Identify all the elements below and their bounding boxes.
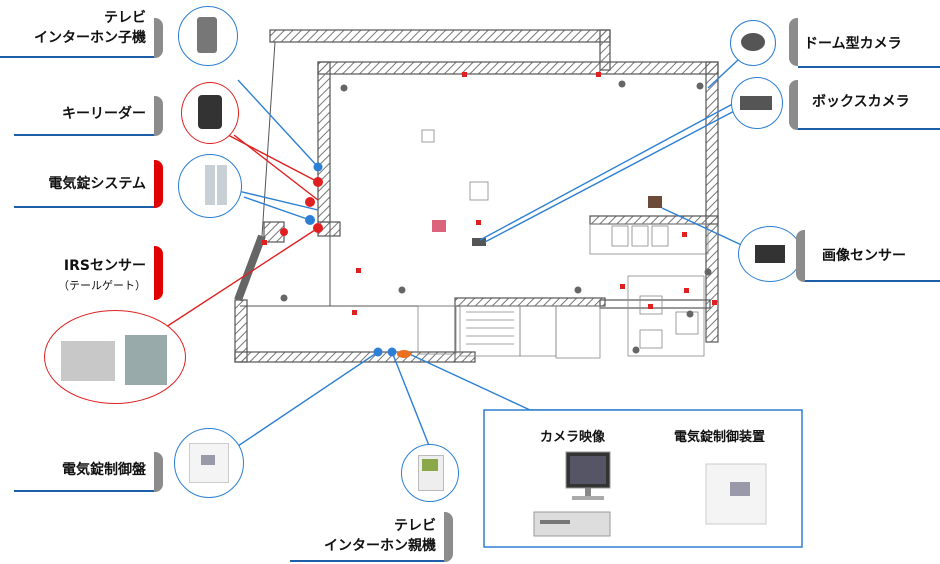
plan-dome-cameras	[280, 80, 712, 354]
box-camera-photo	[731, 77, 783, 129]
underline-dome-camera	[798, 66, 940, 68]
lock-control-device-icon	[705, 463, 767, 525]
label-camera-video: カメラ映像	[540, 430, 606, 445]
image-sensor-photo	[738, 226, 802, 282]
label-tv-intercom-parent-line1: テレビ	[394, 518, 436, 534]
tab-lock-control-panel	[154, 452, 163, 492]
label-irs-sensor: IRSセンサー （テールゲート）	[14, 256, 146, 296]
underline-tv-intercom-parent	[290, 560, 444, 562]
label-lock-control-device: 電気錠制御装置	[674, 430, 766, 445]
tab-image-sensor	[796, 230, 805, 282]
label-tv-intercom-child-line1: テレビ	[104, 10, 146, 26]
tv-intercom-child-photo	[178, 6, 238, 66]
label-tv-intercom-child: テレビ インターホン子機	[20, 8, 146, 48]
tab-electric-lock-system	[154, 160, 163, 208]
lock-control-panel-photo	[174, 428, 244, 498]
irs-sensor-photo	[44, 310, 186, 404]
tab-box-camera	[789, 80, 798, 130]
plan-image-sensor	[648, 196, 662, 208]
connector-lines	[145, 59, 749, 451]
label-key-reader: キーリーダー	[62, 106, 146, 122]
electric-lock-photo	[178, 154, 242, 218]
label-tv-intercom-child-line2: インターホン子機	[34, 30, 146, 46]
underline-tv-intercom-child	[0, 56, 154, 58]
monitor-icon	[533, 451, 611, 537]
label-image-sensor: 画像センサー	[822, 248, 906, 264]
underline-box-camera	[798, 128, 940, 130]
key-reader-photo	[181, 82, 239, 144]
underline-image-sensor	[805, 280, 940, 282]
tab-dome-camera	[789, 18, 798, 66]
tab-tv-intercom-child	[154, 18, 163, 58]
label-lock-control-panel: 電気錠制御盤	[62, 462, 146, 478]
tv-intercom-parent-photo	[401, 444, 459, 502]
label-dome-camera: ドーム型カメラ	[804, 36, 902, 52]
dome-camera-photo	[730, 20, 776, 66]
interior-rooms	[417, 129, 709, 359]
plan-device-dots	[280, 162, 411, 358]
label-tv-intercom-parent: テレビ インターホン親機	[290, 516, 436, 556]
underline-key-reader	[14, 134, 154, 136]
underline-lock-control-panel	[14, 490, 154, 492]
label-irs-sensor-main: IRSセンサー	[63, 258, 146, 274]
tab-tv-intercom-parent	[444, 512, 453, 562]
tab-key-reader	[154, 96, 163, 136]
label-box-camera: ボックスカメラ	[812, 94, 910, 110]
label-electric-lock-system: 電気錠システム	[48, 176, 146, 192]
tab-irs-sensor	[154, 246, 163, 300]
plan-red-markers	[262, 72, 717, 315]
label-irs-sensor-sub: （テールゲート）	[58, 279, 146, 292]
plan-red-device	[432, 220, 446, 232]
plan-box-camera	[472, 238, 486, 246]
label-tv-intercom-parent-line2: インターホン親機	[324, 538, 436, 554]
underline-electric-lock-system	[14, 206, 154, 208]
